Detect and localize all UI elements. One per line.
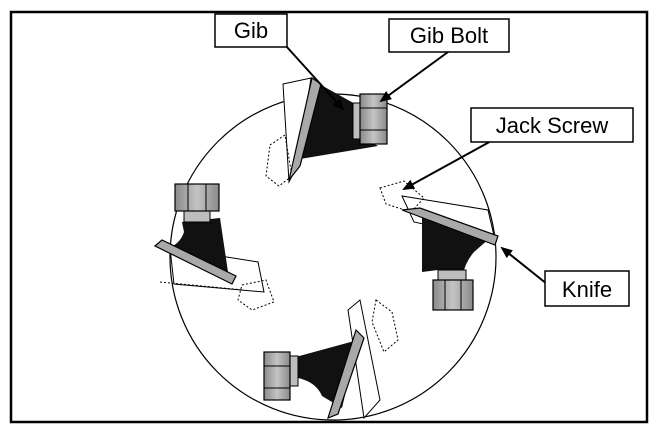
jack-screw-arrow (402, 139, 494, 190)
gib-left (164, 218, 228, 272)
jack-screw-callout: Jack Screw (470, 107, 634, 143)
knife-assembly-left (153, 183, 275, 311)
gib-bolt-top-head (359, 93, 388, 145)
knife-callout: Knife (544, 270, 630, 307)
gib-bolt-arrow (379, 51, 449, 103)
gib-bolt-callout: Gib Bolt (388, 18, 510, 53)
knife-assembly-bottom (263, 299, 399, 420)
jack-screw-right (379, 180, 425, 213)
knife-assembly-right (379, 180, 499, 311)
gib-arrow (285, 45, 345, 111)
knife-arrow (500, 246, 548, 285)
knife-bottom (327, 328, 365, 420)
gib-label: Gib (234, 18, 268, 43)
gib-bolt-right-head (432, 279, 474, 311)
jack-screw-label: Jack Screw (496, 113, 609, 138)
jack-screw-left (237, 279, 275, 311)
knife-label: Knife (562, 277, 612, 302)
knife-right (401, 207, 499, 246)
gib-bolt-right-shank (437, 269, 467, 281)
knife-left (153, 239, 237, 285)
jack-screw-bottom (371, 299, 399, 353)
gib-bolt-left-head (174, 183, 220, 212)
gib-callout: Gib (214, 13, 288, 48)
gib-bolt-label: Gib Bolt (410, 23, 488, 48)
gib-bolt-bottom-head (263, 351, 291, 401)
gib-bolt-left-shank (183, 209, 211, 223)
jack-screw-top (265, 134, 293, 187)
